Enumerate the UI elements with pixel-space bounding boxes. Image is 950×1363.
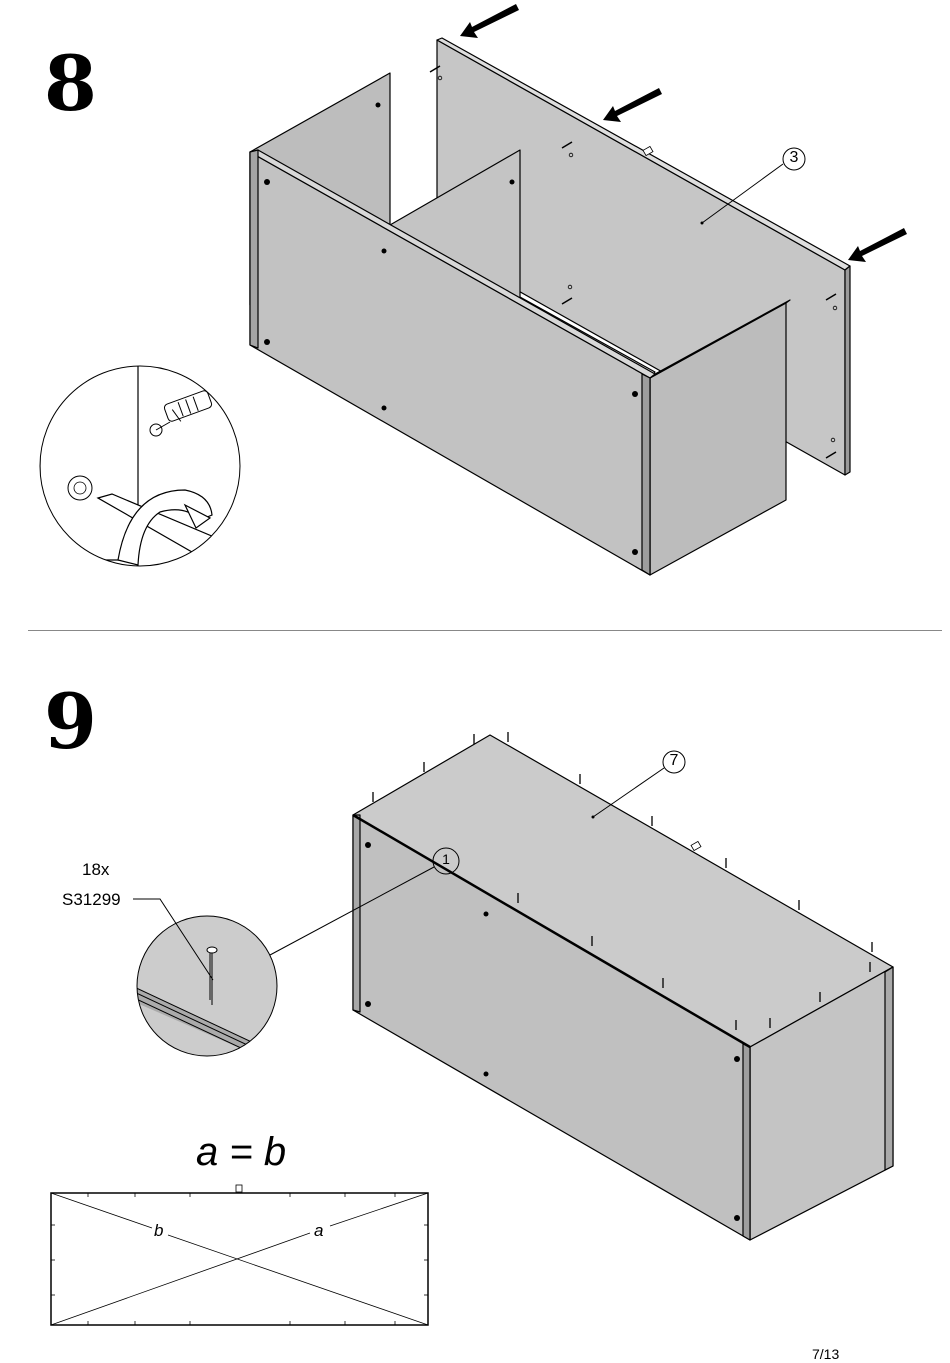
diagonal-label-b: b bbox=[154, 1221, 163, 1241]
nail-part-code: S31299 bbox=[62, 890, 121, 910]
nail-quantity: 18x bbox=[82, 860, 109, 880]
step-9-cabinet bbox=[353, 735, 893, 1240]
page-number: 7/13 bbox=[812, 1346, 839, 1362]
diagonal-label-a: a bbox=[314, 1221, 323, 1241]
step-9-detail bbox=[130, 916, 290, 1071]
step-8-cabinet bbox=[250, 38, 850, 575]
part-callout-3: 3 bbox=[784, 149, 804, 167]
diagonal-check-diagram bbox=[51, 1185, 428, 1325]
diagonal-formula: a = b bbox=[196, 1130, 286, 1175]
detail-callout-1: 1 bbox=[436, 851, 456, 867]
step-8-detail bbox=[40, 345, 248, 596]
part-callout-7: 7 bbox=[664, 752, 684, 770]
